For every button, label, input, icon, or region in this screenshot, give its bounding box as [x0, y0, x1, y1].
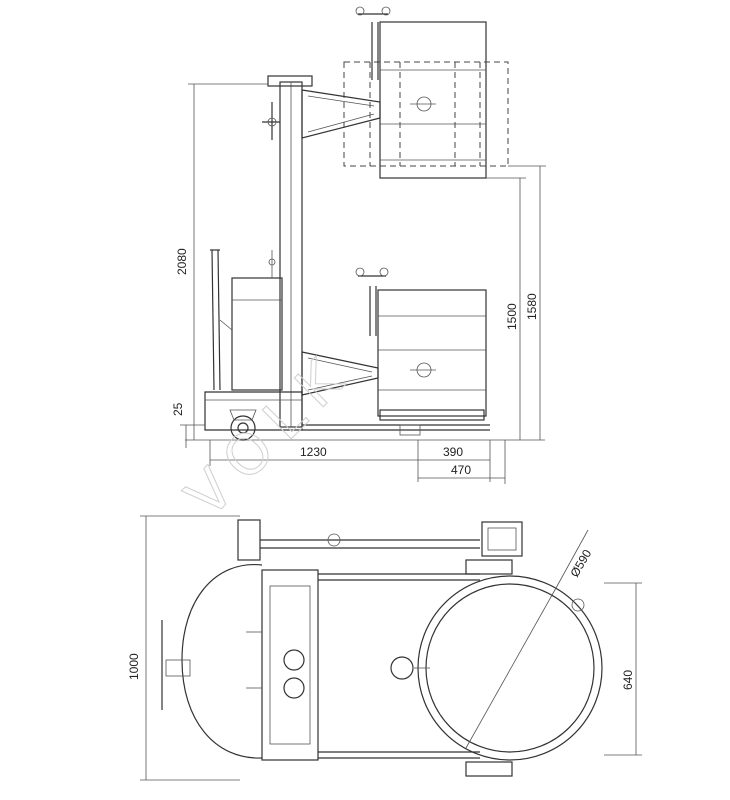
dim-lift-height-2: 1580	[508, 165, 546, 440]
lower-drum-screw	[355, 267, 389, 336]
upper-drum-screw	[355, 6, 391, 80]
caster-wheel-icon	[229, 409, 257, 441]
dim-drum-diameter-label: Ø590	[567, 547, 594, 580]
battery-box	[231, 277, 283, 391]
dim-width-label: 1000	[127, 653, 141, 680]
tiller-loop	[181, 564, 263, 759]
top-clamp-upper	[481, 521, 523, 557]
dim-clamp-width: 640	[604, 582, 642, 756]
dim-clamp-width-label: 640	[621, 670, 635, 690]
top-view: 1000 Ø590 640	[127, 515, 642, 781]
lower-drum	[377, 289, 487, 421]
dim-drum-diameter: Ø590	[555, 529, 594, 589]
dim-lift-height-1-label: 1500	[505, 303, 519, 330]
dim-fork-reach-2-label: 470	[451, 463, 471, 477]
dim-fork-reach-1-label: 390	[443, 445, 463, 459]
side-view: 2080 25 1500 1580 1230 390 470	[171, 6, 546, 484]
dim-length-label: 1230	[300, 445, 327, 459]
upper-drum	[379, 21, 487, 179]
dim-min-height: 25	[171, 402, 205, 448]
top-clamp-lower	[465, 761, 513, 777]
dim-total-height-label: 2080	[175, 248, 189, 275]
top-body	[261, 569, 319, 761]
upper-drum-tilted	[343, 61, 509, 167]
dim-total-height: 2080	[175, 83, 268, 440]
drum-top	[390, 575, 603, 761]
dim-width: 1000	[127, 515, 240, 781]
watermark-text: VOLK	[174, 339, 365, 530]
dim-fork-reach: 390 470	[418, 440, 506, 484]
dim-lift-height-2-label: 1580	[525, 293, 539, 320]
dim-lift-height-1: 1500	[486, 177, 526, 440]
handwheel-icon	[262, 102, 280, 140]
tiller-handle	[210, 249, 233, 391]
dim-min-height-label: 25	[171, 402, 185, 416]
dim-length: 1230	[209, 440, 491, 482]
